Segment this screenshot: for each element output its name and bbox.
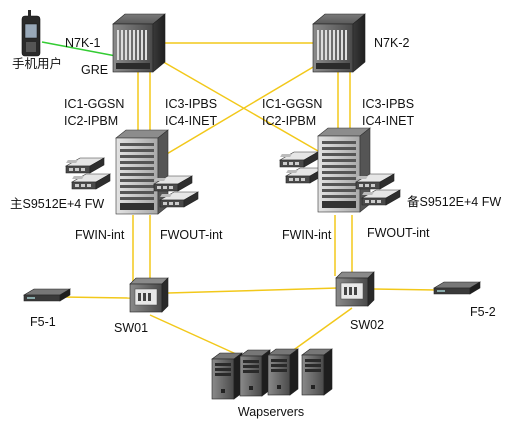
link-f51-sw01	[61, 296, 131, 299]
sw01-label: SW01	[114, 321, 149, 335]
f5-1-label: F5-1	[30, 315, 56, 329]
link-sw01-sw02	[167, 287, 339, 294]
ic4-inet-left-label: IC4-INET	[165, 114, 218, 128]
link-n7k1-fw-backup	[159, 59, 326, 156]
n7k-1-switch-icon	[112, 13, 166, 73]
phone-user-label: 手机用户	[12, 57, 63, 71]
firewall-module-icon	[153, 175, 193, 192]
ic4-inet-right-label: IC4-INET	[362, 114, 415, 128]
gre-label: GRE	[81, 63, 109, 77]
ic2-ipbm-right-label: IC2-IPBM	[262, 114, 317, 128]
server-icon	[239, 349, 271, 397]
links	[41, 41, 437, 355]
firewall-module-icon	[361, 189, 401, 206]
ic2-ipbm-left-label: IC2-IPBM	[64, 114, 119, 128]
link-sw02-servers	[287, 307, 353, 355]
fwin-int-left-label: FWIN-int	[75, 228, 125, 242]
fwout-int-right-label: FWOUT-int	[367, 226, 430, 240]
server-icon	[301, 348, 333, 396]
primary-fw-label: 主S9512E+4 FW	[10, 197, 105, 211]
wapservers-label: Wapservers	[237, 405, 305, 419]
ic3-ipbs-right-label: IC3-IPBS	[362, 97, 415, 111]
sw02-switch-icon	[335, 271, 375, 307]
link-sw02-f52	[371, 288, 437, 291]
fwout-int-left-label: FWOUT-int	[160, 228, 223, 242]
server-icon	[211, 352, 243, 400]
link-phone-n7k1-gre	[41, 41, 117, 57]
mobile-phone-icon	[21, 9, 41, 57]
f5-2-load-balancer-icon	[433, 281, 481, 295]
n7k-2-switch-icon	[312, 13, 366, 73]
ic1-ggsn-left-label: IC1-GGSN	[64, 97, 125, 111]
firewall-module-icon	[355, 173, 395, 190]
ic1-ggsn-right-label: IC1-GGSN	[262, 97, 323, 111]
backup-fw-label: 备S9512E+4 FW	[407, 195, 502, 209]
sw01-switch-icon	[129, 277, 169, 313]
n7k-1-label: N7K-1	[65, 36, 101, 50]
server-icon	[267, 348, 299, 396]
firewall-module-icon	[65, 157, 105, 174]
ic3-ipbs-left-label: IC3-IPBS	[165, 97, 218, 111]
firewall-module-icon	[71, 173, 111, 190]
n7k-2-label: N7K-2	[374, 36, 410, 50]
f5-1-load-balancer-icon	[23, 288, 71, 302]
link-sw01-servers	[149, 314, 237, 355]
firewall-module-icon	[279, 151, 319, 168]
link-n7k2-fw-primary	[164, 59, 326, 156]
sw02-label: SW02	[350, 318, 385, 332]
firewall-module-icon	[159, 191, 199, 208]
backup-firewall-group	[279, 127, 401, 213]
wapservers-group	[211, 348, 333, 400]
f5-2-label: F5-2	[470, 305, 496, 319]
fwin-int-right-label: FWIN-int	[282, 228, 332, 242]
